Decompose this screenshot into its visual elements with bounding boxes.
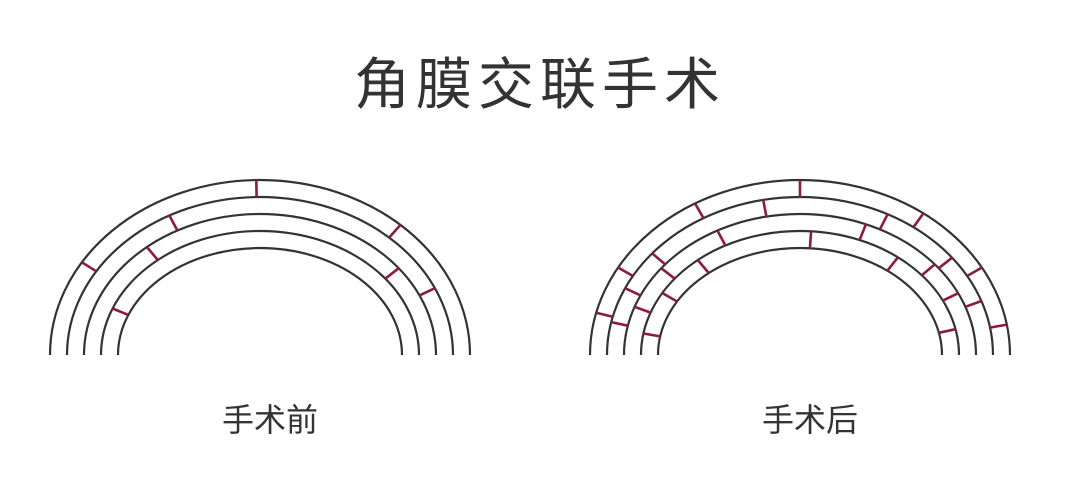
stroma-layers (48, 178, 472, 356)
crosslink-mark-14 (716, 229, 727, 247)
crosslink-mark-13 (610, 320, 629, 327)
crosslink-mark-3 (617, 266, 634, 278)
crosslink-mark-9 (937, 256, 953, 270)
layer-line-4 (116, 246, 404, 356)
layer-line-1 (65, 195, 455, 356)
layer-line-2 (622, 212, 978, 356)
crosslink-mark-4 (418, 287, 436, 297)
crosslink-mark-5 (595, 311, 614, 319)
crosslink-mark-2 (81, 261, 97, 273)
crosslinks (81, 179, 436, 317)
crosslink-mark-7 (761, 199, 768, 217)
caption-before: 手术前 (221, 401, 318, 439)
page-title: 角膜交联手术 (354, 53, 726, 118)
crosslink-mark-5 (145, 246, 159, 261)
crosslink-mark-3 (168, 214, 179, 232)
crosslink-mark-23 (661, 291, 678, 303)
crosslinks (595, 180, 1008, 338)
crosslink-mark-2 (912, 212, 925, 228)
crosslink-mark-21 (696, 259, 710, 274)
layer-line-1 (605, 195, 995, 356)
layer-line-0 (588, 178, 1012, 356)
caption-after: 手术后 (761, 401, 858, 439)
layer-line-3 (639, 229, 961, 356)
crosslink-mark-18 (634, 305, 652, 314)
crosslink-mark-24 (643, 332, 661, 338)
crosslink-mark-1 (693, 202, 705, 219)
crosslink-mark-10 (651, 252, 667, 266)
crosslink-mark-4 (966, 266, 983, 278)
crosslink-mark-6 (989, 323, 1008, 329)
crosslink-mark-7 (112, 307, 129, 317)
crosslink-mark-16 (660, 267, 676, 280)
crosslink-mark-8 (878, 213, 889, 230)
crosslink-mark-6 (384, 267, 400, 280)
layer-line-4 (656, 246, 944, 356)
layer-line-2 (82, 212, 438, 356)
stroma-layers (588, 178, 1012, 356)
crosslink-mark-12 (964, 299, 982, 309)
crosslink-mark-19 (942, 292, 959, 302)
crosslink-mark-1 (388, 224, 402, 239)
crosslink-mark-15 (858, 223, 868, 241)
cornea-diagram-before (48, 178, 472, 356)
layer-line-3 (99, 229, 421, 356)
cornea-diagram-after (588, 178, 1012, 356)
crosslink-mark-25 (938, 327, 956, 335)
crosslink-mark-17 (920, 263, 936, 277)
crosslink-mark-20 (808, 231, 813, 249)
crosslink-mark-11 (624, 287, 642, 297)
crosslink-mark-22 (886, 256, 899, 272)
layer-line-0 (48, 178, 472, 356)
